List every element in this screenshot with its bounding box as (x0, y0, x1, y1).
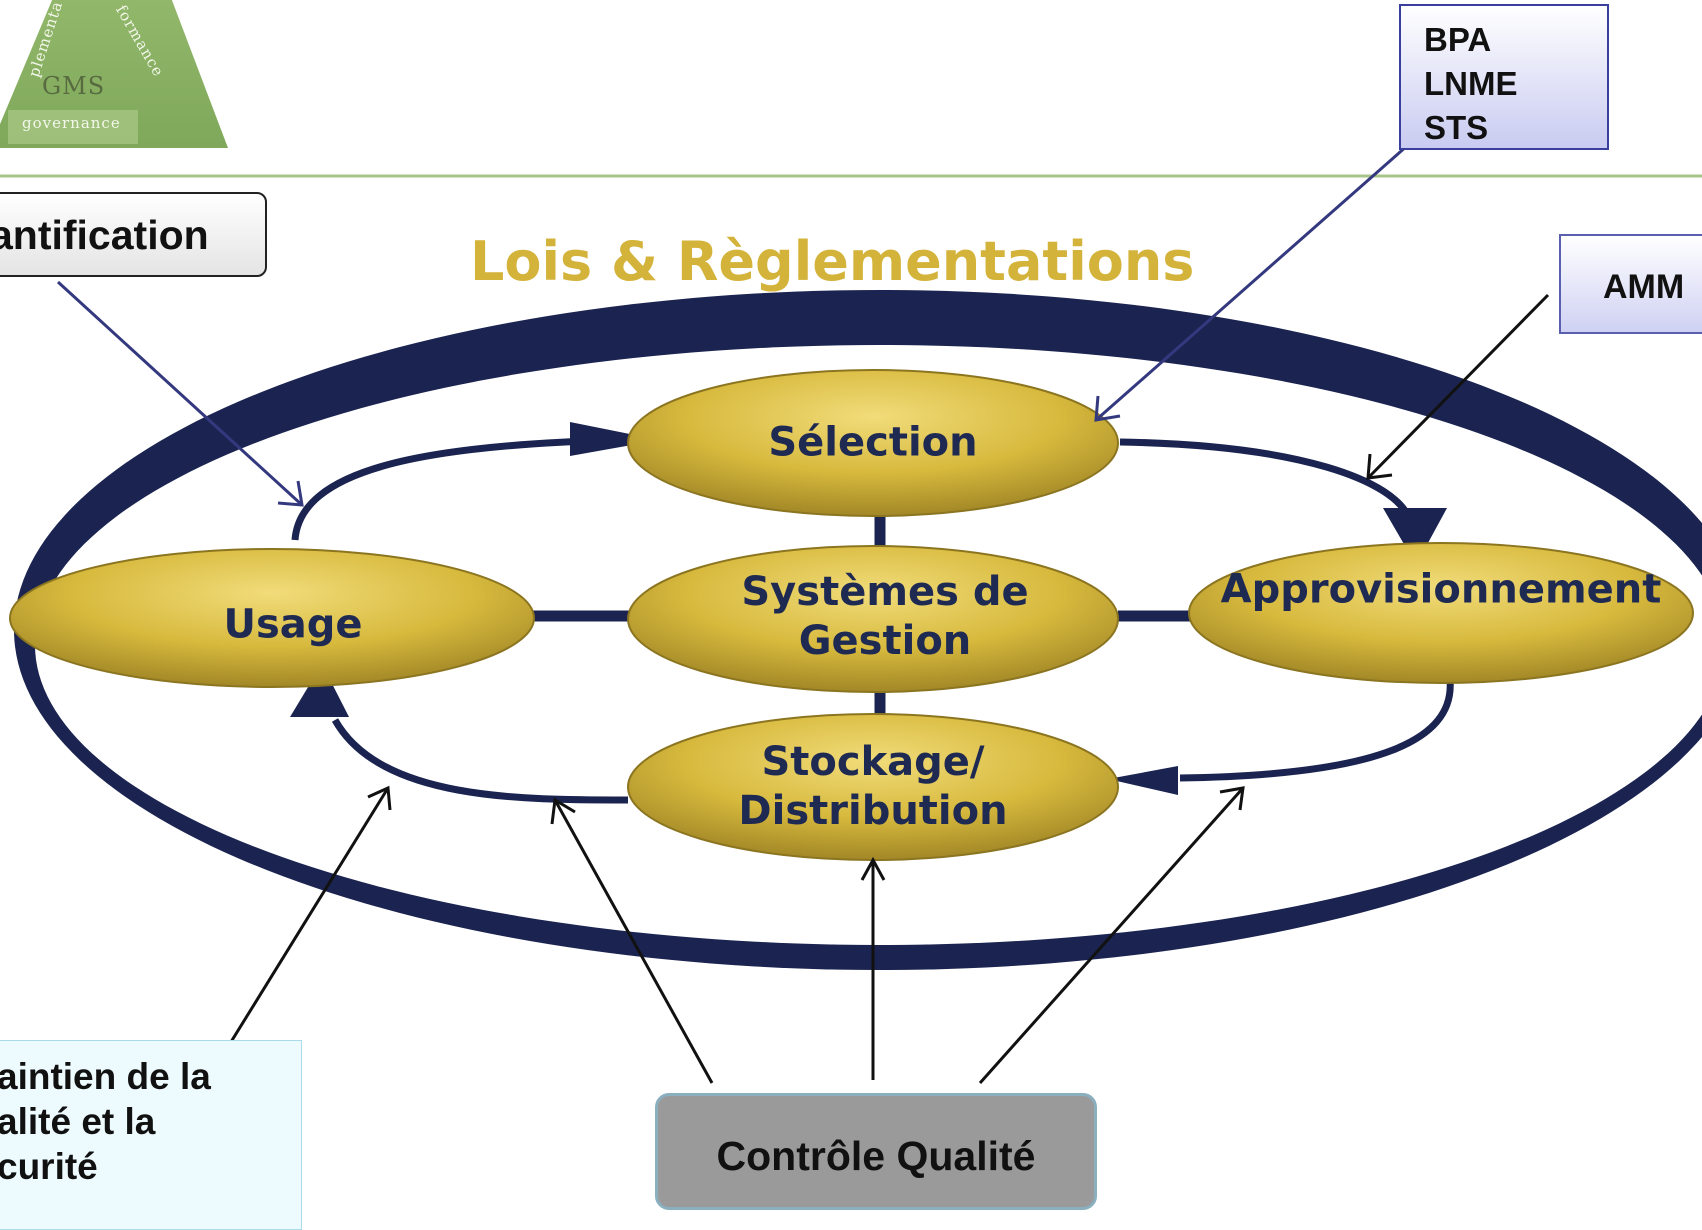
arc-usage-to-selection (291, 436, 621, 541)
label-stockage-line1: Stockage/ (761, 739, 985, 786)
node-selection (627, 369, 1119, 517)
arc-appro-to-stockage (1179, 679, 1454, 782)
arrow-maintien (224, 787, 390, 1051)
callout-maintien-line3: curité (0, 1146, 98, 1187)
node-usage (9, 548, 535, 688)
node-systemes (627, 545, 1119, 693)
callout-controle-qualite: Contrôle Qualité (655, 1093, 1097, 1210)
callout-maintien-line2: alité et la (0, 1101, 156, 1142)
callout-bpa-line1: BPA (1424, 21, 1492, 58)
arrowhead-stockage (1108, 766, 1178, 795)
node-approvisionnement (1188, 542, 1694, 684)
callout-arrows (56, 143, 1550, 1084)
callout-amm: AMM (1559, 234, 1702, 334)
callout-maintien-line1: aintien de la (0, 1056, 211, 1097)
gms-logo (0, 0, 228, 148)
label-systemes: Systèmes de Gestion (741, 568, 1028, 666)
arrowhead-usage (290, 664, 349, 717)
label-stockage-line2: Distribution (738, 788, 1008, 834)
label-selection: Sélection (768, 419, 978, 466)
diagram-title: Lois & Règlementations (470, 230, 1195, 293)
arc-selection-to-appro (1119, 438, 1414, 522)
label-stockage: Stockage/ Distribution (738, 738, 1007, 836)
label-systemes-line1: Systèmes de (741, 569, 1029, 616)
arrow-controle-3 (978, 787, 1245, 1084)
logo-band (8, 110, 138, 144)
arrowhead-selection (570, 422, 660, 456)
arrow-quantification (56, 280, 304, 507)
callout-maintien: aintien de la alité et la curité (0, 1040, 302, 1230)
callout-bpa-line2: LNME (1424, 65, 1518, 102)
nodes (9, 369, 1694, 861)
logo-word: governance (22, 114, 121, 132)
label-systemes-line2: Gestion (798, 618, 972, 664)
cycle-arcs (291, 436, 1454, 804)
label-approvisionnement: Approvisionnement (1220, 566, 1662, 613)
callout-bpa: BPA LNME STS (1399, 4, 1609, 150)
logo-brand: GMS (42, 72, 106, 100)
arc-stockage-to-usage (331, 718, 629, 804)
arrow-controle-1 (553, 799, 714, 1084)
arrow-amm (1366, 293, 1550, 480)
arrow-bpa (1095, 143, 1409, 422)
label-usage: Usage (223, 601, 363, 648)
arrowhead-appro (1383, 508, 1447, 565)
callout-bpa-line3: STS (1424, 109, 1489, 146)
callout-quantification: antification (0, 192, 267, 277)
